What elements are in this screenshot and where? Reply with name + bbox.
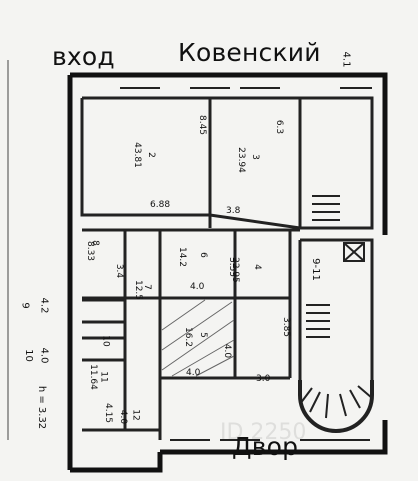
room-3-area: 23.94 [235, 147, 246, 173]
bay-steps [299, 385, 373, 419]
street-label: Ковенский [178, 38, 321, 67]
dim-2: 6.3 [274, 119, 285, 135]
stairs-lower [306, 304, 330, 338]
room-6-area: 14.2 [177, 246, 188, 268]
room-4-number: 4 [251, 264, 262, 270]
room-6-number: 6 [197, 252, 208, 258]
wall-room-2-3 [80, 96, 302, 230]
side-note-5: h = 3.32 [36, 385, 48, 430]
side-note-1: 9 [19, 302, 31, 309]
room-11-number: 11 [98, 371, 109, 383]
lift-box [343, 242, 365, 262]
wall-room-4-6-7-8 [82, 228, 300, 440]
dim-1: 8.45 [197, 114, 208, 136]
watermark: ID 2250 [220, 420, 307, 445]
room-12-number: 12 [130, 409, 141, 421]
dim-3: 6.88 [150, 200, 171, 210]
room-10-number: 10 [100, 335, 111, 347]
dim-4: 3.8 [226, 206, 241, 216]
room-8-area: 8.33 [85, 240, 96, 262]
dim-13: 4.15 [103, 402, 114, 424]
wall-room-5 [160, 296, 237, 380]
lift-cross [343, 242, 365, 262]
room-11-area: 11.64 [87, 364, 98, 390]
dim-11: 3.4 [114, 263, 125, 279]
outer-wall [67, 72, 388, 473]
dim-8: 3.85 [281, 316, 292, 338]
room-5-number: 5 [197, 332, 208, 338]
side-note-4: 4.0 [38, 347, 50, 364]
stairs-upper [312, 195, 340, 221]
dim-5: 3.55 [227, 256, 238, 278]
room-3-number: 3 [249, 154, 260, 160]
side-note-3: 10 [22, 349, 34, 362]
dim-7: 4.0 [186, 368, 201, 378]
room-7-area: 12.5 [133, 279, 144, 301]
dim-10: 3.0 [256, 374, 271, 384]
room-7-number: 7 [141, 284, 152, 290]
room-2-area: 43.81 [131, 142, 142, 168]
wall-small-rooms [82, 298, 160, 432]
corner-mark: 4.1 [340, 51, 352, 68]
dim-12: 4.0 [118, 409, 129, 425]
wall-stair-room [300, 96, 374, 230]
room-5-hatch [161, 299, 235, 377]
side-note-2: 4.2 [38, 297, 50, 314]
courtyard-label: Двор [232, 432, 299, 461]
dim-6: 4.0 [190, 282, 205, 292]
wall-stair-hall [298, 238, 374, 380]
room-2-number: 2 [145, 152, 156, 158]
room-9-number: 9-11 [309, 258, 321, 281]
entrance-label: вход [52, 42, 115, 71]
room-5-area: 16.2 [183, 326, 194, 348]
dim-9: 4.0 [222, 343, 233, 359]
bay-window [298, 380, 374, 433]
